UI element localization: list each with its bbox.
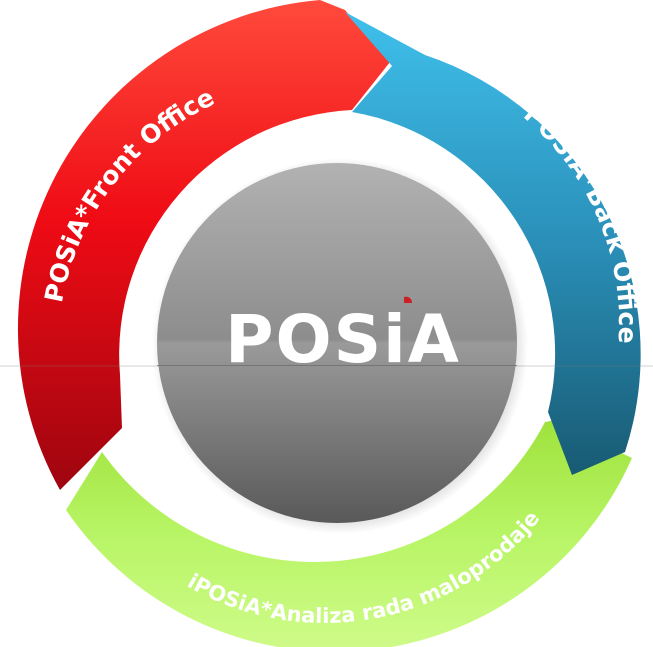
logo-accent-mark — [404, 296, 413, 303]
front-office-arrow[interactable] — [17, 0, 391, 490]
back-office-arrow[interactable] — [345, 12, 641, 475]
analysis-arrow[interactable] — [66, 420, 632, 647]
center-circle — [157, 163, 517, 523]
posia-logo: POSiA — [225, 296, 461, 378]
center-divider — [157, 365, 517, 366]
logo-text: POSiA — [225, 301, 461, 378]
